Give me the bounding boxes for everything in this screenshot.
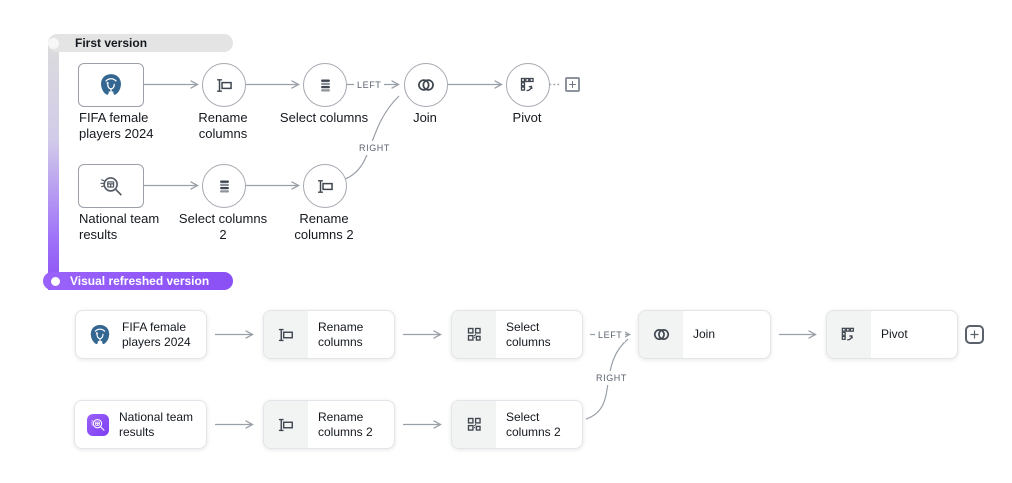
card-label-dataset-fifa: FIFA female players 2024 (122, 319, 191, 349)
card-select-columns-2[interactable]: Select columns 2 (451, 400, 583, 449)
add-node-icon (567, 79, 578, 90)
dataset-search-icon (99, 174, 124, 199)
card-label-rename-columns: Rename columns (318, 319, 364, 349)
card-pivot[interactable]: Pivot (826, 310, 958, 359)
first-version-pill: First version (48, 34, 233, 52)
node-label-rename-columns-2: Rename columns 2 (294, 211, 354, 242)
node-label-select-columns: Select columns (279, 110, 369, 125)
card-rename-columns-2[interactable]: Rename columns 2 (263, 400, 395, 449)
node-label-dataset-national: National team results (79, 211, 160, 242)
card-dataset-national[interactable]: National team results (74, 400, 207, 449)
timeline-dot-first (48, 38, 59, 49)
node-label-dataset-fifa: FIFA female players 2024 (79, 110, 154, 141)
node-label-join: Join (413, 110, 437, 125)
node-select-columns-2[interactable] (202, 164, 246, 208)
edge-label-right: RIGHT (356, 141, 393, 155)
dataset-search-icon (87, 413, 109, 436)
node-label-rename-columns: Rename columns (198, 110, 248, 141)
pivot-table-icon (518, 75, 539, 96)
edge-label-left-refreshed: LEFT (595, 328, 626, 342)
card-select-columns[interactable]: Select columns (451, 310, 583, 359)
node-rename-columns-2[interactable] (303, 164, 347, 208)
card-label-rename-columns-2: Rename columns 2 (318, 409, 373, 439)
card-label-join: Join (693, 327, 716, 341)
edge-label-left: LEFT (354, 78, 385, 92)
node-dataset-national[interactable] (78, 164, 144, 208)
card-dataset-fifa[interactable]: FIFA female players 2024 (75, 310, 207, 359)
rename-columns-icon (214, 75, 235, 96)
node-rename-columns[interactable] (202, 63, 246, 107)
refreshed-version-pill: Visual refreshed version (43, 272, 233, 290)
select-columns-rows-icon (315, 75, 336, 96)
join-venn-icon (415, 74, 437, 96)
card-label-select-columns: Select columns (506, 319, 551, 349)
refreshed-version-label: Visual refreshed version (70, 274, 210, 288)
add-node-button[interactable] (565, 77, 580, 92)
card-label-select-columns-2: Select columns 2 (506, 409, 561, 439)
postgresql-icon (88, 323, 112, 347)
rename-columns-icon (315, 176, 336, 197)
card-rename-columns[interactable]: Rename columns (263, 310, 395, 359)
first-version-label: First version (75, 36, 148, 50)
timeline-dot-refreshed (51, 277, 60, 286)
version-timeline-bar (48, 40, 59, 290)
select-columns-rows-icon (214, 176, 235, 197)
node-label-pivot: Pivot (512, 110, 542, 125)
node-join[interactable] (404, 63, 448, 107)
node-label-select-columns-2: Select columns 2 (178, 211, 268, 242)
card-join[interactable]: Join (638, 310, 771, 359)
pivot-table-icon (827, 311, 871, 358)
select-columns-grid-icon (452, 401, 496, 448)
join-venn-icon (639, 311, 683, 358)
node-dataset-fifa[interactable] (78, 63, 144, 107)
card-label-pivot: Pivot (881, 327, 908, 341)
rename-columns-icon (264, 311, 308, 358)
node-select-columns[interactable] (303, 63, 347, 107)
node-pivot[interactable] (506, 63, 550, 107)
card-label-dataset-national: National team results (119, 409, 194, 439)
select-columns-grid-icon (452, 311, 496, 358)
postgresql-icon (98, 72, 124, 98)
edge-label-right-refreshed: RIGHT (593, 371, 630, 385)
add-node-icon (968, 328, 981, 341)
rename-columns-icon (264, 401, 308, 448)
add-node-button-refreshed[interactable] (965, 325, 984, 344)
